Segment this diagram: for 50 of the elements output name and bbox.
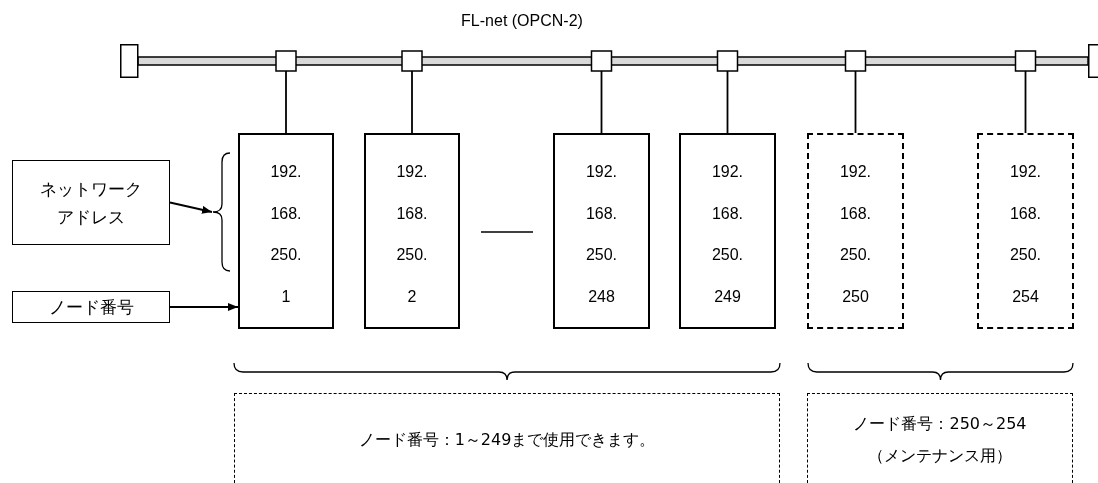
note-text: （メンテナンス用） xyxy=(868,445,1012,467)
note-text: ノード番号：1～249まで使用できます。 xyxy=(358,429,656,451)
note-box xyxy=(807,393,1073,483)
label-box xyxy=(12,291,170,323)
address-text: 168. xyxy=(584,203,619,224)
address-text: 248 xyxy=(587,286,616,307)
address-text: 192. xyxy=(584,162,619,182)
note-text: ノード番号：250～254 xyxy=(853,413,1027,435)
node-box xyxy=(553,133,650,329)
node-box xyxy=(238,133,334,329)
network-title: FL-net (OPCN-2) xyxy=(460,12,584,30)
address-text: 250. xyxy=(1008,245,1043,265)
address-text: 250. xyxy=(395,245,429,265)
address-text: 2 xyxy=(406,286,418,307)
address-text: 168. xyxy=(838,203,873,224)
maintenance-node-box xyxy=(977,133,1074,329)
arrow xyxy=(169,201,213,214)
address-text: 192. xyxy=(395,162,429,182)
address-text: 168. xyxy=(1008,203,1043,224)
address-text: 1 xyxy=(280,286,292,307)
address-text: 249 xyxy=(713,286,742,307)
address-text: 168. xyxy=(269,203,303,224)
address-text: 250 xyxy=(841,286,870,307)
address-text: 250. xyxy=(584,245,619,265)
address-text: 168. xyxy=(395,203,429,224)
network-bus xyxy=(120,44,1098,78)
address-text: 168. xyxy=(710,203,745,224)
drop-line xyxy=(411,77,413,134)
address-text: 250. xyxy=(710,245,745,265)
drop-line xyxy=(600,77,603,134)
drop-line xyxy=(726,77,729,134)
drop-line xyxy=(285,77,287,134)
note-box xyxy=(234,393,780,483)
address-text: 250. xyxy=(269,245,303,265)
address-text: 254 xyxy=(1011,286,1040,307)
address-text: 192. xyxy=(269,162,303,182)
address-text: 250. xyxy=(838,245,873,265)
drop-line xyxy=(854,77,857,134)
maintenance-node-box xyxy=(807,133,904,329)
address-text: 192. xyxy=(1008,162,1043,182)
drop-line xyxy=(1024,77,1027,134)
label-text: ネットワークアドレス xyxy=(39,177,143,229)
node-box xyxy=(679,133,776,329)
address-text: 192. xyxy=(838,162,873,182)
arrow xyxy=(169,303,239,311)
label-text: ノード番号 xyxy=(47,296,135,319)
curly-brace xyxy=(212,152,232,272)
label-box xyxy=(12,160,170,245)
node-box xyxy=(364,133,460,329)
address-text: 192. xyxy=(710,162,745,182)
